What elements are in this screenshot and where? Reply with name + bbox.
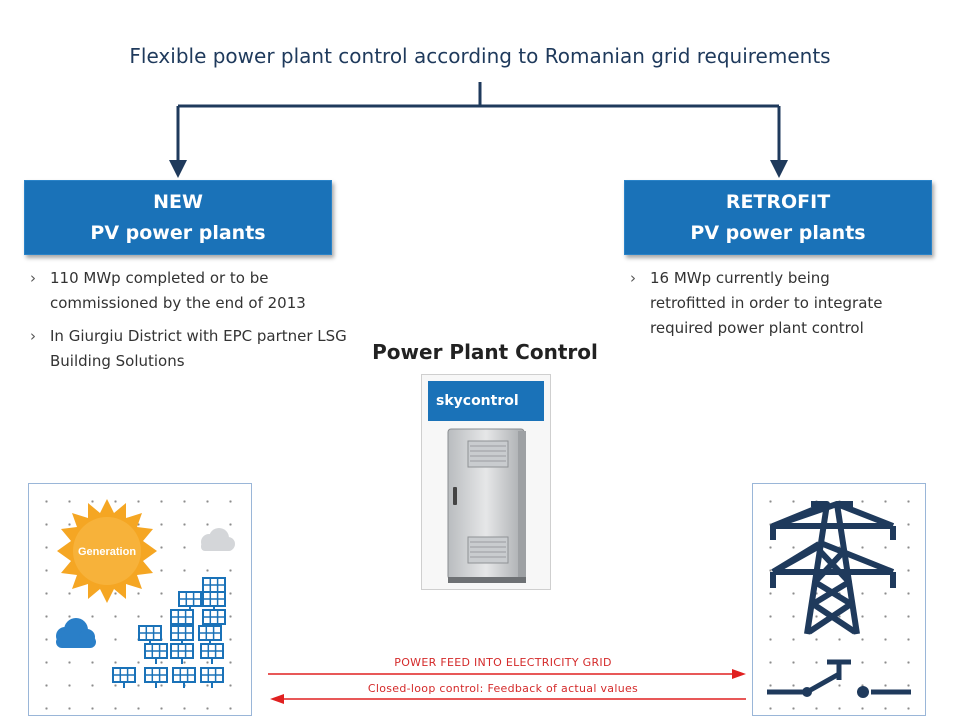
sun-icon: Generation [57,499,157,603]
retrofit-box-line1: RETROFIT [725,191,831,213]
new-bullet-list: › 110 MWp completed or to be commissione… [28,266,358,382]
retrofit-bullet-list: › 16 MWp currently being retrofitted in … [628,266,908,349]
list-item: › In Giurgiu District with EPC partner L… [28,324,358,374]
arrow-to-new [169,160,187,178]
bullet-text: 110 MWp completed or to be commissioned … [50,269,306,312]
cloud-small-icon [201,528,235,551]
generation-panel: Generation [28,483,252,716]
bullet-text: 16 MWp currently being retrofitted in or… [650,269,883,337]
power-plant-control-title: Power Plant Control [372,340,598,364]
solar-panels-icon [112,577,226,689]
cloud-blue-icon [56,618,96,648]
transmission-tower-icon [767,501,911,698]
control-cabinet-icon [447,428,526,583]
skycontrol-cabinet-image: skycontrol [421,374,551,590]
power-feed-label: POWER FEED INTO ELECTRICITY GRID [394,656,612,669]
power-feed-arrow [268,669,746,679]
new-box-line1: NEW [153,191,203,213]
skycontrol-brand: skycontrol [428,381,544,421]
chevron-right-icon: › [30,327,36,345]
new-box-line2: PV power plants [90,222,266,244]
retrofit-box-line2: PV power plants [690,222,866,244]
new-pv-plants-box: NEW PV power plants [24,180,332,255]
list-item: › 16 MWp currently being retrofitted in … [628,266,908,341]
retrofit-pv-plants-box: RETROFIT PV power plants [624,180,932,255]
chevron-right-icon: › [630,269,636,287]
diagram-title: Flexible power plant control according t… [129,44,831,68]
chevron-right-icon: › [30,269,36,287]
feedback-arrow [270,694,746,704]
generation-label: Generation [78,546,136,558]
feedback-label: Closed-loop control: Feedback of actual … [367,682,639,695]
arrow-to-retrofit [770,160,788,178]
bullet-text: In Giurgiu District with EPC partner LSG… [50,327,347,370]
grid-panel [752,483,926,716]
list-item: › 110 MWp completed or to be commissione… [28,266,358,316]
